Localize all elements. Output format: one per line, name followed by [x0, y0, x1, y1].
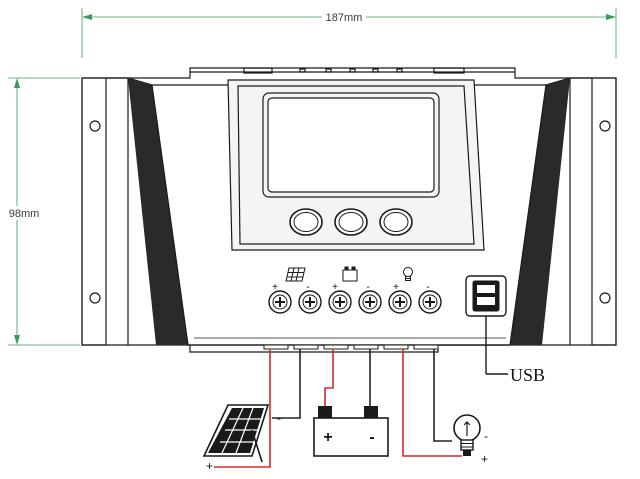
terminal-screw-load-negative[interactable]	[418, 290, 442, 314]
solar-negative-wire	[272, 349, 301, 419]
terminal-plus: +	[393, 282, 399, 293]
battery-icon	[342, 266, 358, 282]
terminal-minus: -	[426, 282, 429, 293]
width-arrow-left	[82, 14, 92, 20]
solar-positive-sign: +	[206, 459, 213, 473]
lcd-bezel	[262, 92, 440, 198]
menu-button-center[interactable]	[334, 208, 368, 236]
width-dimension: 187mm	[81, 8, 617, 58]
lamp	[453, 414, 481, 456]
mount-hole-bottom-right	[599, 292, 611, 304]
battery	[313, 406, 389, 457]
height-arrow-top	[14, 78, 20, 88]
terminal-plus: +	[272, 282, 278, 293]
top-slot-left	[243, 67, 273, 74]
lamp-negative-sign: -	[484, 429, 488, 443]
solar-panel-icon	[285, 267, 306, 282]
mount-hole-top-right	[599, 120, 611, 132]
left-mounting-flange	[81, 77, 107, 346]
left-shade	[128, 78, 188, 345]
battery-negative-sign: -	[369, 429, 374, 446]
terminal-screw-solar-positive[interactable]	[268, 290, 292, 314]
menu-button-left[interactable]	[289, 208, 323, 236]
width-label: 187mm	[326, 12, 363, 24]
terminal-screw-battery-negative[interactable]	[358, 290, 382, 314]
right-shade	[510, 78, 570, 345]
top-vent	[349, 68, 356, 73]
solar-positive-wire	[214, 349, 271, 468]
load-negative-wire	[433, 349, 452, 442]
usb-port[interactable]	[465, 275, 507, 317]
terminal-screw-solar-negative[interactable]	[298, 290, 322, 314]
top-vent	[325, 68, 332, 73]
mounting-holes	[89, 120, 611, 304]
top-vent	[396, 68, 403, 73]
height-label: 98mm	[9, 208, 40, 220]
top-vent	[299, 68, 306, 73]
terminal-screws	[268, 290, 442, 314]
width-arrow-right	[606, 14, 616, 20]
lamp-positive-sign: +	[481, 452, 488, 466]
control-buttons	[289, 208, 413, 236]
bulb-icon	[403, 267, 413, 281]
solar-panel	[202, 404, 270, 463]
terminal-screw-load-positive[interactable]	[388, 290, 412, 314]
terminal-minus: -	[306, 282, 309, 293]
top-slot-right	[433, 67, 465, 74]
mount-hole-bottom-left	[89, 292, 101, 304]
height-dimension: 98mm	[2, 77, 80, 346]
load-positive-wire	[402, 349, 462, 457]
height-arrow-bottom	[14, 335, 20, 345]
menu-button-right[interactable]	[379, 208, 413, 236]
terminal-plus: +	[332, 282, 338, 293]
usb-label: USB	[510, 365, 545, 385]
top-vent	[372, 68, 379, 73]
right-mounting-flange	[591, 77, 617, 346]
lcd-screen	[267, 97, 435, 193]
battery-positive-wire	[324, 349, 334, 406]
terminal-icons	[285, 266, 413, 282]
display-panel-inner	[237, 85, 475, 245]
bottom-wire-ports	[263, 344, 439, 350]
battery-positive-sign: +	[323, 429, 332, 446]
wires	[214, 349, 462, 468]
terminal-polarity-labels: + - + - + -	[272, 282, 430, 293]
terminal-minus: -	[366, 282, 369, 293]
mount-hole-top-left	[89, 120, 101, 132]
solar-negative-sign: -	[277, 411, 281, 425]
terminal-screw-battery-positive[interactable]	[328, 290, 352, 314]
